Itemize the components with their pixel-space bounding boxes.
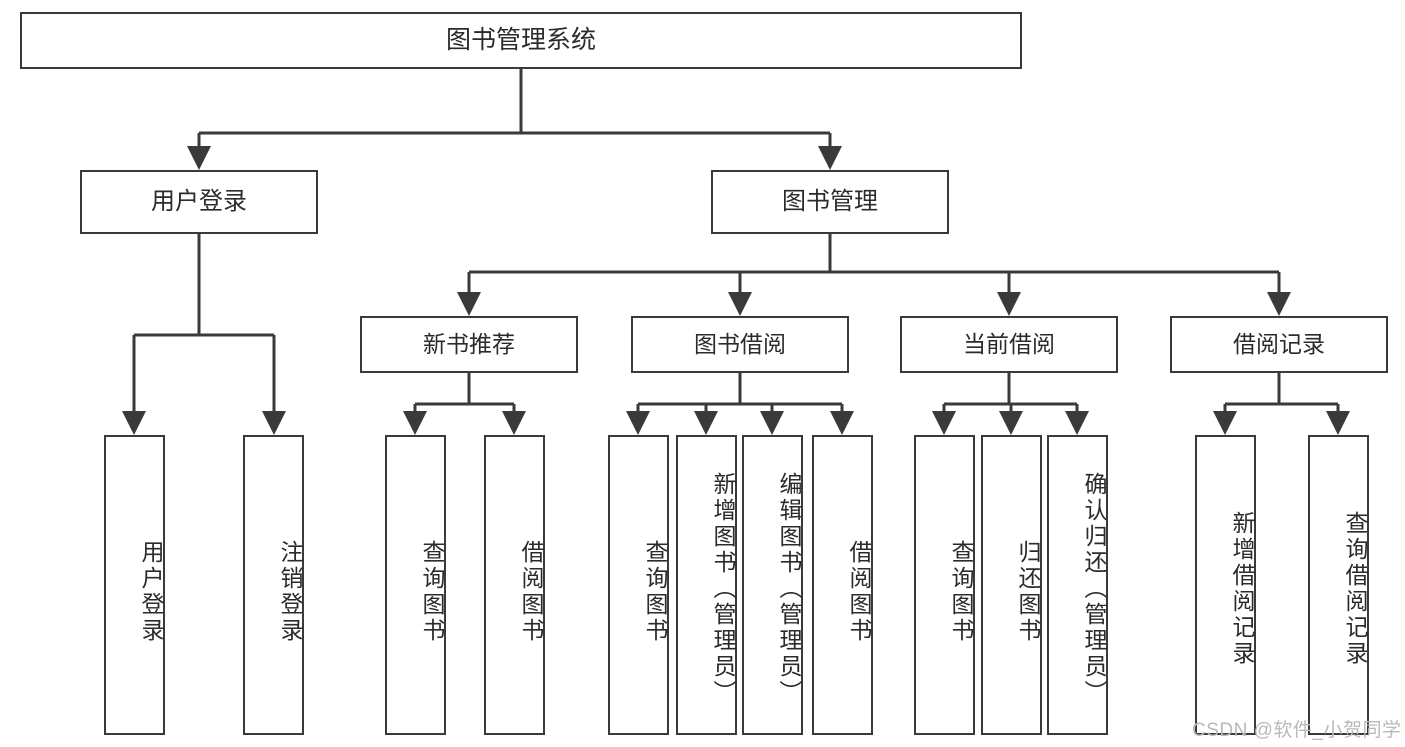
- leaf-edit-book-admin[interactable]: 编辑图书（管理员）: [742, 435, 803, 735]
- node-borrow-record[interactable]: 借阅记录: [1170, 316, 1388, 373]
- node-user-login[interactable]: 用户登录: [80, 170, 318, 234]
- leaf-add-borrow-record[interactable]: 新增借阅记录: [1195, 435, 1256, 735]
- leaf-return-book[interactable]: 归还图书: [981, 435, 1042, 735]
- node-current-borrow[interactable]: 当前借阅: [900, 316, 1118, 373]
- node-book-borrow[interactable]: 图书借阅: [631, 316, 849, 373]
- leaf-query-book-recommend[interactable]: 查询图书: [385, 435, 446, 735]
- leaf-query-book-borrow[interactable]: 查询图书: [608, 435, 669, 735]
- leaf-query-book-current[interactable]: 查询图书: [914, 435, 975, 735]
- leaf-borrow-book-recommend[interactable]: 借阅图书: [484, 435, 545, 735]
- leaf-query-borrow-record[interactable]: 查询借阅记录: [1308, 435, 1369, 735]
- leaf-add-book-admin[interactable]: 新增图书（管理员）: [676, 435, 737, 735]
- node-book-manage[interactable]: 图书管理: [711, 170, 949, 234]
- leaf-confirm-return-admin[interactable]: 确认归还（管理员）: [1047, 435, 1108, 735]
- node-new-book-recommend[interactable]: 新书推荐: [360, 316, 578, 373]
- leaf-logout-login[interactable]: 注销登录: [243, 435, 304, 735]
- leaf-borrow-book[interactable]: 借阅图书: [812, 435, 873, 735]
- watermark-credit: CSDN @软件_小贺同学: [1192, 720, 1402, 741]
- node-root-system[interactable]: 图书管理系统: [20, 12, 1022, 69]
- leaf-user-login[interactable]: 用户登录: [104, 435, 165, 735]
